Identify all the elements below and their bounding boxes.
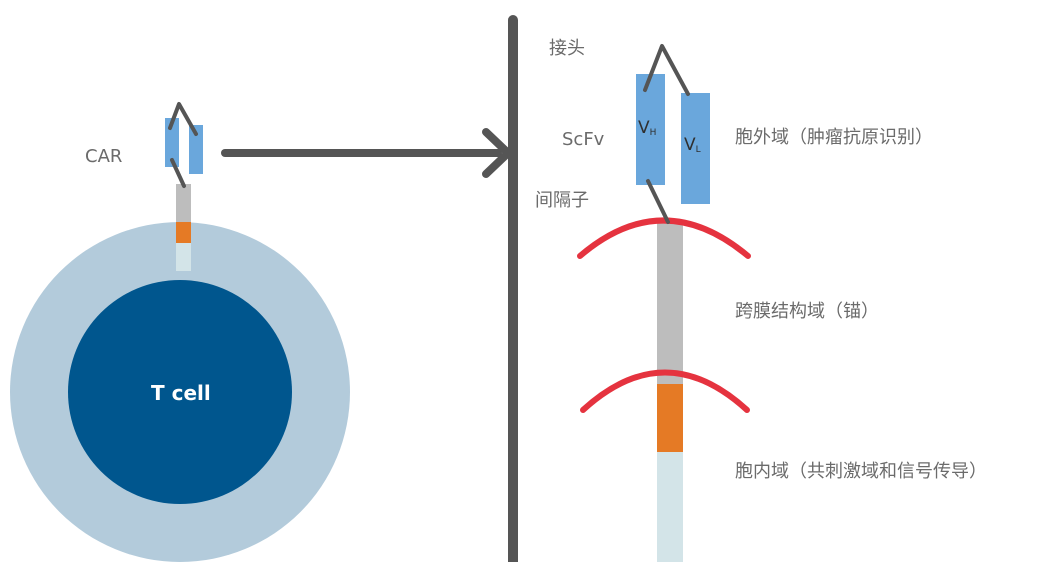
large-car-hinge [646, 179, 670, 224]
t-cell-nucleus [68, 280, 292, 504]
vl-subscript: L [695, 145, 701, 155]
t-cell-label: T cell [151, 381, 211, 405]
small-car-spacer [176, 184, 191, 222]
vh-subscript: H [649, 128, 657, 138]
extracellular-domain-label: 胞外域（肿瘤抗原识别） [735, 127, 933, 148]
membrane-inner-arc [580, 369, 750, 413]
vh-letter: V [638, 118, 650, 138]
small-car-transmembrane [176, 222, 191, 243]
large-car-transmembrane [657, 384, 683, 452]
vh-label: VH [638, 118, 656, 143]
large-car-intracellular [657, 452, 683, 562]
large-car-linker [643, 44, 690, 96]
small-car-vl [189, 125, 203, 174]
vl-domain [681, 93, 710, 204]
intracellular-domain-label: 胞内域（共刺激域和信号传导） [735, 461, 987, 482]
vh-domain [636, 74, 665, 185]
vl-label: VL [684, 135, 701, 160]
large-car-spacer [657, 222, 683, 384]
small-car-intracellular [176, 243, 191, 271]
spacer-label: 间隔子 [535, 190, 589, 211]
car-label: CAR [85, 146, 123, 167]
scfv-label: ScFv [562, 129, 605, 150]
linker-label: 接头 [549, 38, 585, 59]
small-car-vh [165, 118, 179, 167]
small-car-hinge [170, 158, 186, 188]
transmembrane-domain-label: 跨膜结构域（锚） [735, 301, 879, 322]
vl-letter: V [684, 135, 696, 155]
small-car-linker [168, 102, 198, 136]
membrane-outer-arc [577, 217, 751, 259]
